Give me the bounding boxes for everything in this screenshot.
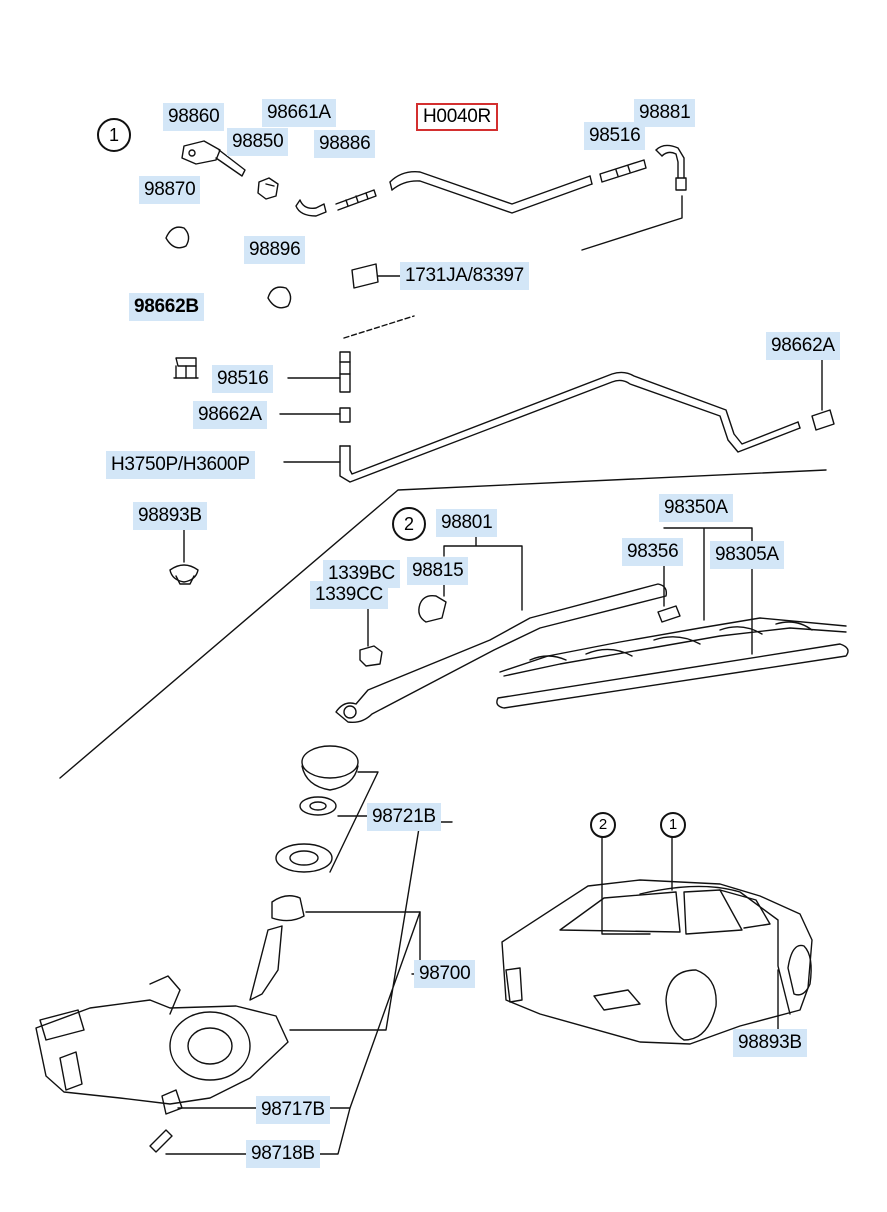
connector-98516-mid-part <box>340 352 350 392</box>
part-label-98850[interactable]: 98850 <box>227 128 289 156</box>
part-label-1339cc[interactable]: 1339CC <box>310 581 388 609</box>
part-label-h0040r[interactable]: H0040R <box>416 103 498 131</box>
cap-98896-part <box>268 287 291 308</box>
clip-98662b-part <box>174 358 198 378</box>
part-label-98860[interactable]: 98860 <box>163 103 225 131</box>
part-label-98662a-right[interactable]: 98662A <box>766 332 840 360</box>
part-label-98896[interactable]: 98896 <box>244 236 306 264</box>
wiper-arm-98801-part <box>336 584 666 722</box>
part-label-98661a[interactable]: 98661A <box>262 99 336 127</box>
part-label-1731ja[interactable]: 1731JA/83397 <box>400 262 529 290</box>
cap-cover-part <box>302 746 358 790</box>
callout-two: 2 <box>392 507 426 541</box>
part-label-98870[interactable]: 98870 <box>139 176 201 204</box>
part-label-h3750p[interactable]: H3750P/H3600P <box>106 451 255 479</box>
part-label-98815[interactable]: 98815 <box>407 557 469 585</box>
part-label-98356[interactable]: 98356 <box>622 538 684 566</box>
part-label-98305a[interactable]: 98305A <box>710 541 784 569</box>
washer-hose-h0040r <box>390 172 592 213</box>
connector-98516-top-part <box>600 160 646 182</box>
cap-98870-part <box>166 227 189 248</box>
leader-98516-mid-dash <box>344 316 414 338</box>
part-label-98350a[interactable]: 98350A <box>659 494 733 522</box>
part-label-98700[interactable]: 98700 <box>414 960 476 988</box>
washer-hose-h3750p <box>340 372 800 482</box>
elbow-hose-part <box>296 200 326 216</box>
part-label-98893b-left[interactable]: 98893B <box>133 502 207 530</box>
washer-nozzle-part <box>182 141 245 176</box>
washer-ring-part <box>300 797 336 815</box>
leader-car-two <box>602 836 650 934</box>
part-label-98662b[interactable]: 98662B <box>129 293 204 321</box>
section-divider <box>60 470 826 778</box>
car-washer-line <box>640 886 790 1014</box>
blade-refill-98305a-part <box>497 644 848 708</box>
clip-98356-part <box>658 606 680 622</box>
part-label-98881[interactable]: 98881 <box>634 99 696 127</box>
leader-98881-down <box>582 196 682 250</box>
grommet-98893b-part <box>170 565 198 584</box>
part-label-98662a-mid[interactable]: 98662A <box>193 401 267 429</box>
part-label-98801[interactable]: 98801 <box>436 509 498 537</box>
joint-98662a-mid-part <box>340 408 350 422</box>
elbow-98881-part <box>656 145 686 190</box>
callout-car-one: 1 <box>660 812 686 838</box>
cap-98815-part <box>419 596 446 622</box>
part-label-98718b[interactable]: 98718B <box>246 1140 320 1168</box>
leader-98721b <box>166 772 452 1154</box>
nozzle-grommet-part <box>258 178 278 199</box>
part-label-98717b[interactable]: 98717B <box>256 1096 330 1124</box>
wiper-blade-98350a-part <box>500 618 846 676</box>
nut-1339bc-part <box>360 646 382 666</box>
leader-98801 <box>444 536 522 610</box>
callout-one: 1 <box>97 118 131 152</box>
part-label-98886[interactable]: 98886 <box>314 130 376 158</box>
car-illustration <box>502 880 812 1044</box>
clip-1731ja-part <box>352 264 378 288</box>
part-label-98516-mid[interactable]: 98516 <box>212 365 274 393</box>
wiper-motor-98700-part <box>36 926 288 1152</box>
seal-part <box>272 896 304 921</box>
connector-98886-part <box>336 190 376 210</box>
part-label-98893b-car[interactable]: 98893B <box>733 1029 807 1057</box>
bushing-part <box>276 844 332 872</box>
joint-98662a-right-part <box>812 410 834 430</box>
callout-car-two: 2 <box>590 812 616 838</box>
part-label-98721b[interactable]: 98721B <box>367 803 441 831</box>
